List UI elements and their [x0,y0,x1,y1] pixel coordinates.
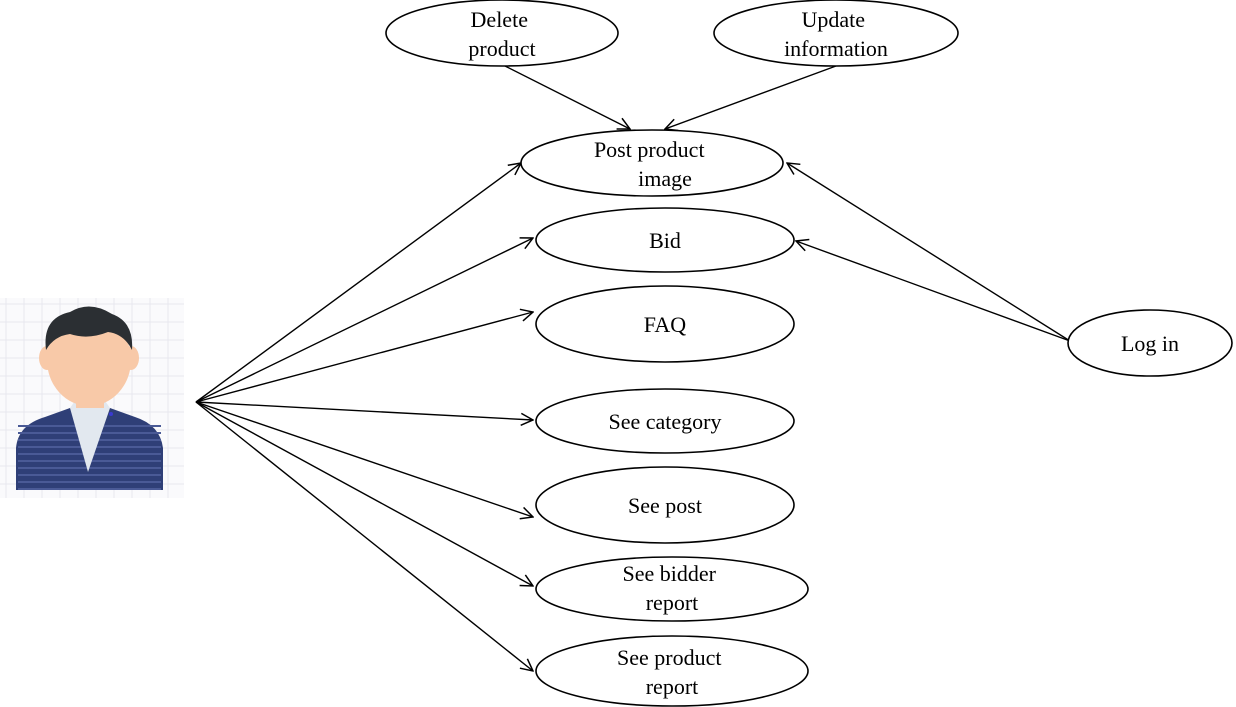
use-case-see-product-report-shape [535,635,809,707]
use-case-bid-shape [535,207,795,273]
use-case-log-in-label: Log in [1121,331,1179,356]
actor-badge-dot [109,412,113,416]
use-case-bid: Bid [535,207,795,273]
use-case-delete-product-label: Delete product [468,7,535,61]
actor-collar [70,398,110,472]
use-case-update-information-shape [713,0,959,67]
association-actor-see-post [195,401,533,517]
use-case-log-in-shape [1067,309,1233,377]
use-case-post-product-image-shape [520,129,784,197]
association-update-information-post-product-image [665,65,837,129]
use-case-see-bidder-report: See bidder report [535,556,809,622]
use-case-faq-shape [535,285,795,363]
use-case-delete-product-shape [385,0,619,67]
association-delete-product-post-product-image [504,65,630,129]
association-actor-post-product-image [195,163,521,403]
actor-hair [45,306,133,350]
use-case-see-bidder-report-shape [535,556,809,622]
actor-user-icon [0,298,184,498]
association-actor-see-bidder-report [195,401,533,586]
use-case-see-category: See category [535,388,795,454]
use-case-update-information: Update information [713,0,959,67]
use-case-bid-label: Bid [649,228,681,253]
use-case-faq-label: FAQ [644,312,686,337]
use-case-see-bidder-report-label: See bidder report [623,561,722,615]
association-log-in-post-product-image [787,163,1071,342]
use-case-post-product-image-label: Post product image [594,137,710,191]
association-actor-see-product-report [195,401,533,671]
use-case-see-post: See post [535,466,795,544]
use-case-delete-product: Delete product [385,0,619,67]
association-actor-see-category [195,401,533,420]
use-case-see-product-report-label: See product report [617,645,727,699]
use-case-see-post-label: See post [628,493,702,518]
actor-face [47,314,131,406]
use-case-see-product-report: See product report [535,635,809,707]
associations [195,65,1071,671]
use-case-see-category-shape [535,388,795,454]
use-case-faq: FAQ [535,285,795,363]
use-case-update-information-label: Update information [784,7,888,61]
use-case-post-product-image: Post product image [520,129,784,197]
use-case-log-in: Log in [1067,309,1233,377]
association-log-in-bid [796,241,1071,342]
use-case-see-post-shape [535,466,795,544]
association-actor-bid [195,238,533,403]
use-case-see-category-label: See category [609,409,722,434]
association-actor-faq [195,312,533,403]
